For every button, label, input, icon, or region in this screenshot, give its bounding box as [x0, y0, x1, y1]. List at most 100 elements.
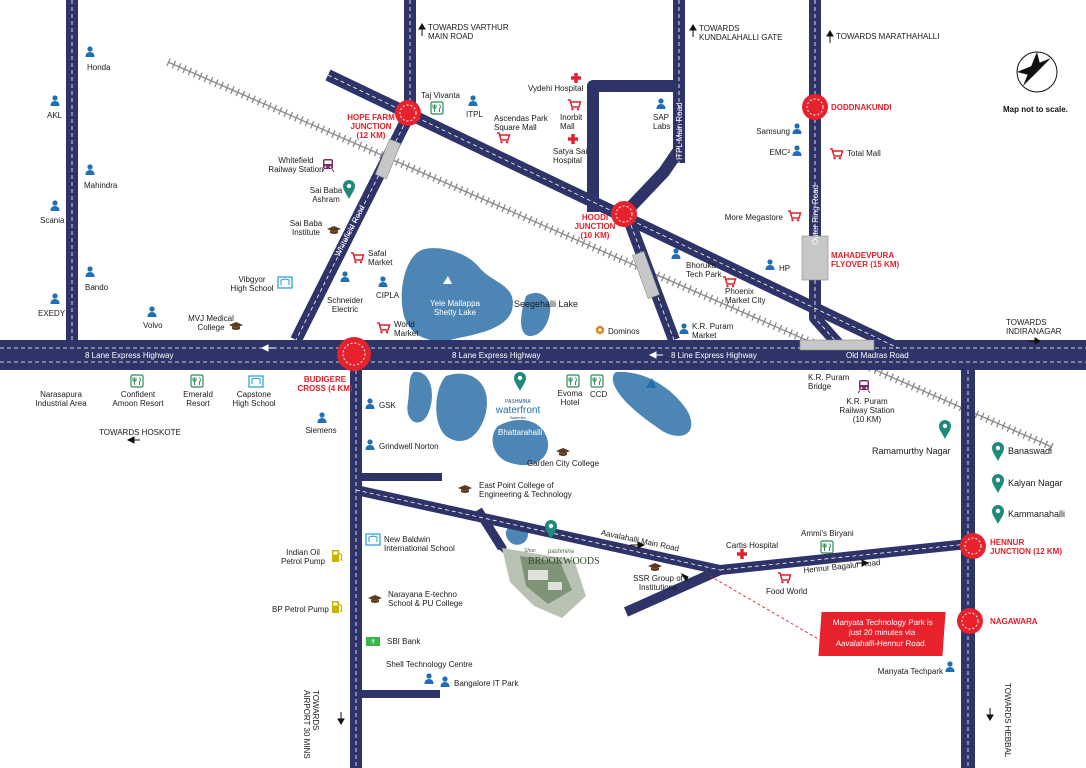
- label-hope-farm-junction: HOPE FARM JUNCTION (12 KM): [347, 113, 395, 141]
- label-bp: BP Petrol Pump: [272, 605, 329, 614]
- label-hp: HP: [779, 264, 791, 273]
- label-new-baldwin: New Baldwin International School: [384, 535, 455, 554]
- label-indian-oil: Indian Oil Petrol Pump: [280, 548, 326, 567]
- lake-label-seegehalli: Seegehalli Lake: [514, 299, 579, 309]
- label-shell: Shell Technology Centre: [386, 660, 473, 669]
- direction-arrows: [260, 344, 663, 359]
- label-volvo: Volvo: [143, 321, 163, 330]
- label-vibgyor: Vibgyor High School: [230, 275, 274, 294]
- label-grindwell: Grindwell Norton: [379, 442, 439, 451]
- label-siemens: Siemens: [305, 426, 337, 435]
- label-itpl: ITPL: [466, 110, 483, 119]
- label-bangalore-it: Bangalore IT Park: [454, 679, 519, 688]
- label-saibaba-ashram: Sai Baba Ashram: [309, 186, 343, 205]
- label-gsk: GSK: [379, 401, 396, 410]
- label-world-market: World Market: [394, 320, 419, 339]
- route-to-manyata: [709, 575, 821, 641]
- label-cartis: Cartis Hospital: [726, 541, 779, 550]
- map-scale-note: Map not to scale.: [1003, 105, 1068, 114]
- label-banaswadi: Banaswadi: [1008, 446, 1053, 456]
- label-kr-bridge: K.R. Puram Bridge: [808, 373, 850, 392]
- brookwoods-name: BROOKWOODS: [528, 556, 600, 567]
- label-towards-marathahalli: TOWARDS MARATHAHALLI: [836, 32, 940, 41]
- label-safal: Safal Market: [368, 249, 393, 268]
- label-ramamurthy-nagar: Ramamurthy Nagar: [872, 446, 951, 456]
- label-cipla: CIPLA: [376, 291, 400, 300]
- lake-label-yele-mallappa: Yele Mallappa Shetty Lake: [430, 299, 480, 318]
- label-manyata-techpark: Manyata Techpark: [877, 667, 943, 676]
- label-mahadevpura-flyover: MAHADEVPURA FLYOVER (15 KM): [831, 251, 900, 270]
- label-towards-indiranagar: TOWARDS INDIRANAGAR: [1006, 318, 1062, 337]
- label-ascendas: Ascendas Park Square Mall: [494, 114, 548, 133]
- lake-label-kr-puram: K.R. Puram Lake: [689, 383, 750, 392]
- label-hoodi-junction: HOODI JUNCTION (10 KM): [574, 213, 616, 241]
- label-phoenix: Phoenix Market City: [725, 287, 766, 306]
- road-label-old-madras: Old Madras Road: [846, 351, 909, 360]
- label-saibaba-institute: Sai Baba Institute: [289, 219, 323, 238]
- label-towards-hebbal: TOWARDS HEBBAL: [1003, 683, 1012, 758]
- label-schneider: Schneider Electric: [326, 296, 364, 315]
- label-ssr: SSR Group of Institutions: [633, 574, 683, 593]
- label-towards-varthur: TOWARDS VARTHUR MAIN ROAD: [428, 23, 509, 42]
- label-food-world: Food World: [766, 587, 808, 596]
- brookwoods-prefix: Shan: [524, 548, 536, 554]
- label-more-megastore: More Megastore: [724, 213, 783, 222]
- svg-text:₹: ₹: [371, 639, 375, 646]
- road-label-express-right: 8 Line Express Highway: [671, 351, 757, 360]
- label-inorbit: Inorbit Mall: [560, 113, 583, 132]
- brookwoods-site: [502, 548, 586, 618]
- label-ammis: Ammi's Biryani: [801, 529, 854, 538]
- label-sbi: SBI Bank: [387, 637, 421, 646]
- label-hennur-junction: HENNUR JUNCTION (12 KM): [990, 538, 1063, 557]
- label-nagawara: NAGAWARA: [990, 617, 1038, 626]
- label-garden-city: Garden City College: [526, 459, 600, 468]
- label-kr-market: K.R. Puram Market: [692, 322, 734, 341]
- label-emc: EMC²: [769, 148, 790, 157]
- road-label-itpl: ITPL Main Road: [675, 102, 684, 160]
- label-dominos: Dominos: [608, 327, 640, 336]
- label-doddnakundi: DODDNAKUNDI: [831, 103, 892, 112]
- label-mvj: MVJ Medical College: [188, 314, 234, 333]
- waterfront-sub: Batteries: [510, 415, 526, 420]
- label-bando: Bando: [85, 283, 109, 292]
- road-label-express-mid: 8 Lane Express Highway: [452, 351, 541, 360]
- label-towards-kundalahalli: TOWARDS KUNDALAHALLI GATE: [699, 24, 783, 43]
- label-emerald: Emerald Resort: [183, 390, 213, 409]
- label-satya-sai: Satya Sai Hospital: [553, 147, 588, 166]
- label-narasapura: Narasapura Industrial Area: [35, 390, 87, 409]
- label-towards-hoskote: TOWARDS HOSKOTE: [99, 428, 181, 437]
- label-confident: Confident Amoon Resort: [112, 390, 164, 409]
- brookwoods-brand: pashmina: [548, 549, 575, 555]
- label-east-point: East Point College of Engineering & Tech…: [479, 481, 572, 500]
- label-samsung: Samsung: [756, 127, 790, 136]
- label-capstone: Capstone High School: [232, 390, 276, 409]
- label-bhoruka: Bhoruka Tech Park: [686, 261, 722, 280]
- label-exedy: EXEDY: [38, 309, 66, 318]
- railway-line: [166, 58, 1054, 451]
- bridges: [374, 138, 875, 351]
- compass-icon: [1016, 51, 1058, 93]
- manyata-callout: Manyata Technology Park is just 20 minut…: [818, 612, 946, 656]
- waterfront-brand: PASHMINA: [505, 399, 531, 405]
- label-scania: Scania: [40, 216, 65, 225]
- label-whitefield-railway: Whitefield Railway Station: [268, 156, 324, 175]
- road-label-express-left: 8 Lane Express Highway: [85, 351, 174, 360]
- label-evoma: Evoma Hotel: [557, 389, 583, 408]
- map-icons: ₹: [50, 46, 1004, 687]
- label-ccd: CCD: [590, 390, 608, 399]
- label-kr-railway: K.R. Puram Railway Station (10 KM): [839, 397, 895, 425]
- label-taj-vivanta: Taj Vivanta: [421, 91, 460, 100]
- toward-arrows: [126, 23, 1041, 725]
- label-budigere-cross: BUDIGERE CROSS (4 KM): [297, 375, 353, 394]
- waterfront-name: waterfront: [495, 405, 541, 416]
- road-label-outer-ring: Outer Ring Road: [811, 184, 820, 245]
- label-kammanahalli: Kammanahalli: [1008, 509, 1066, 519]
- label-narayana: Narayana E-techno School & PU College: [388, 590, 463, 609]
- junction-markers: [337, 94, 986, 634]
- label-sap: SAP Labs: [653, 113, 671, 132]
- label-total-mall: Total Mall: [847, 149, 881, 158]
- label-mahindra: Mahindra: [84, 181, 118, 190]
- label-vydehi: Vydehi Hospital: [528, 84, 584, 93]
- label-towards-airport: TOWARDS AIRPORT 30 MINS: [301, 690, 320, 759]
